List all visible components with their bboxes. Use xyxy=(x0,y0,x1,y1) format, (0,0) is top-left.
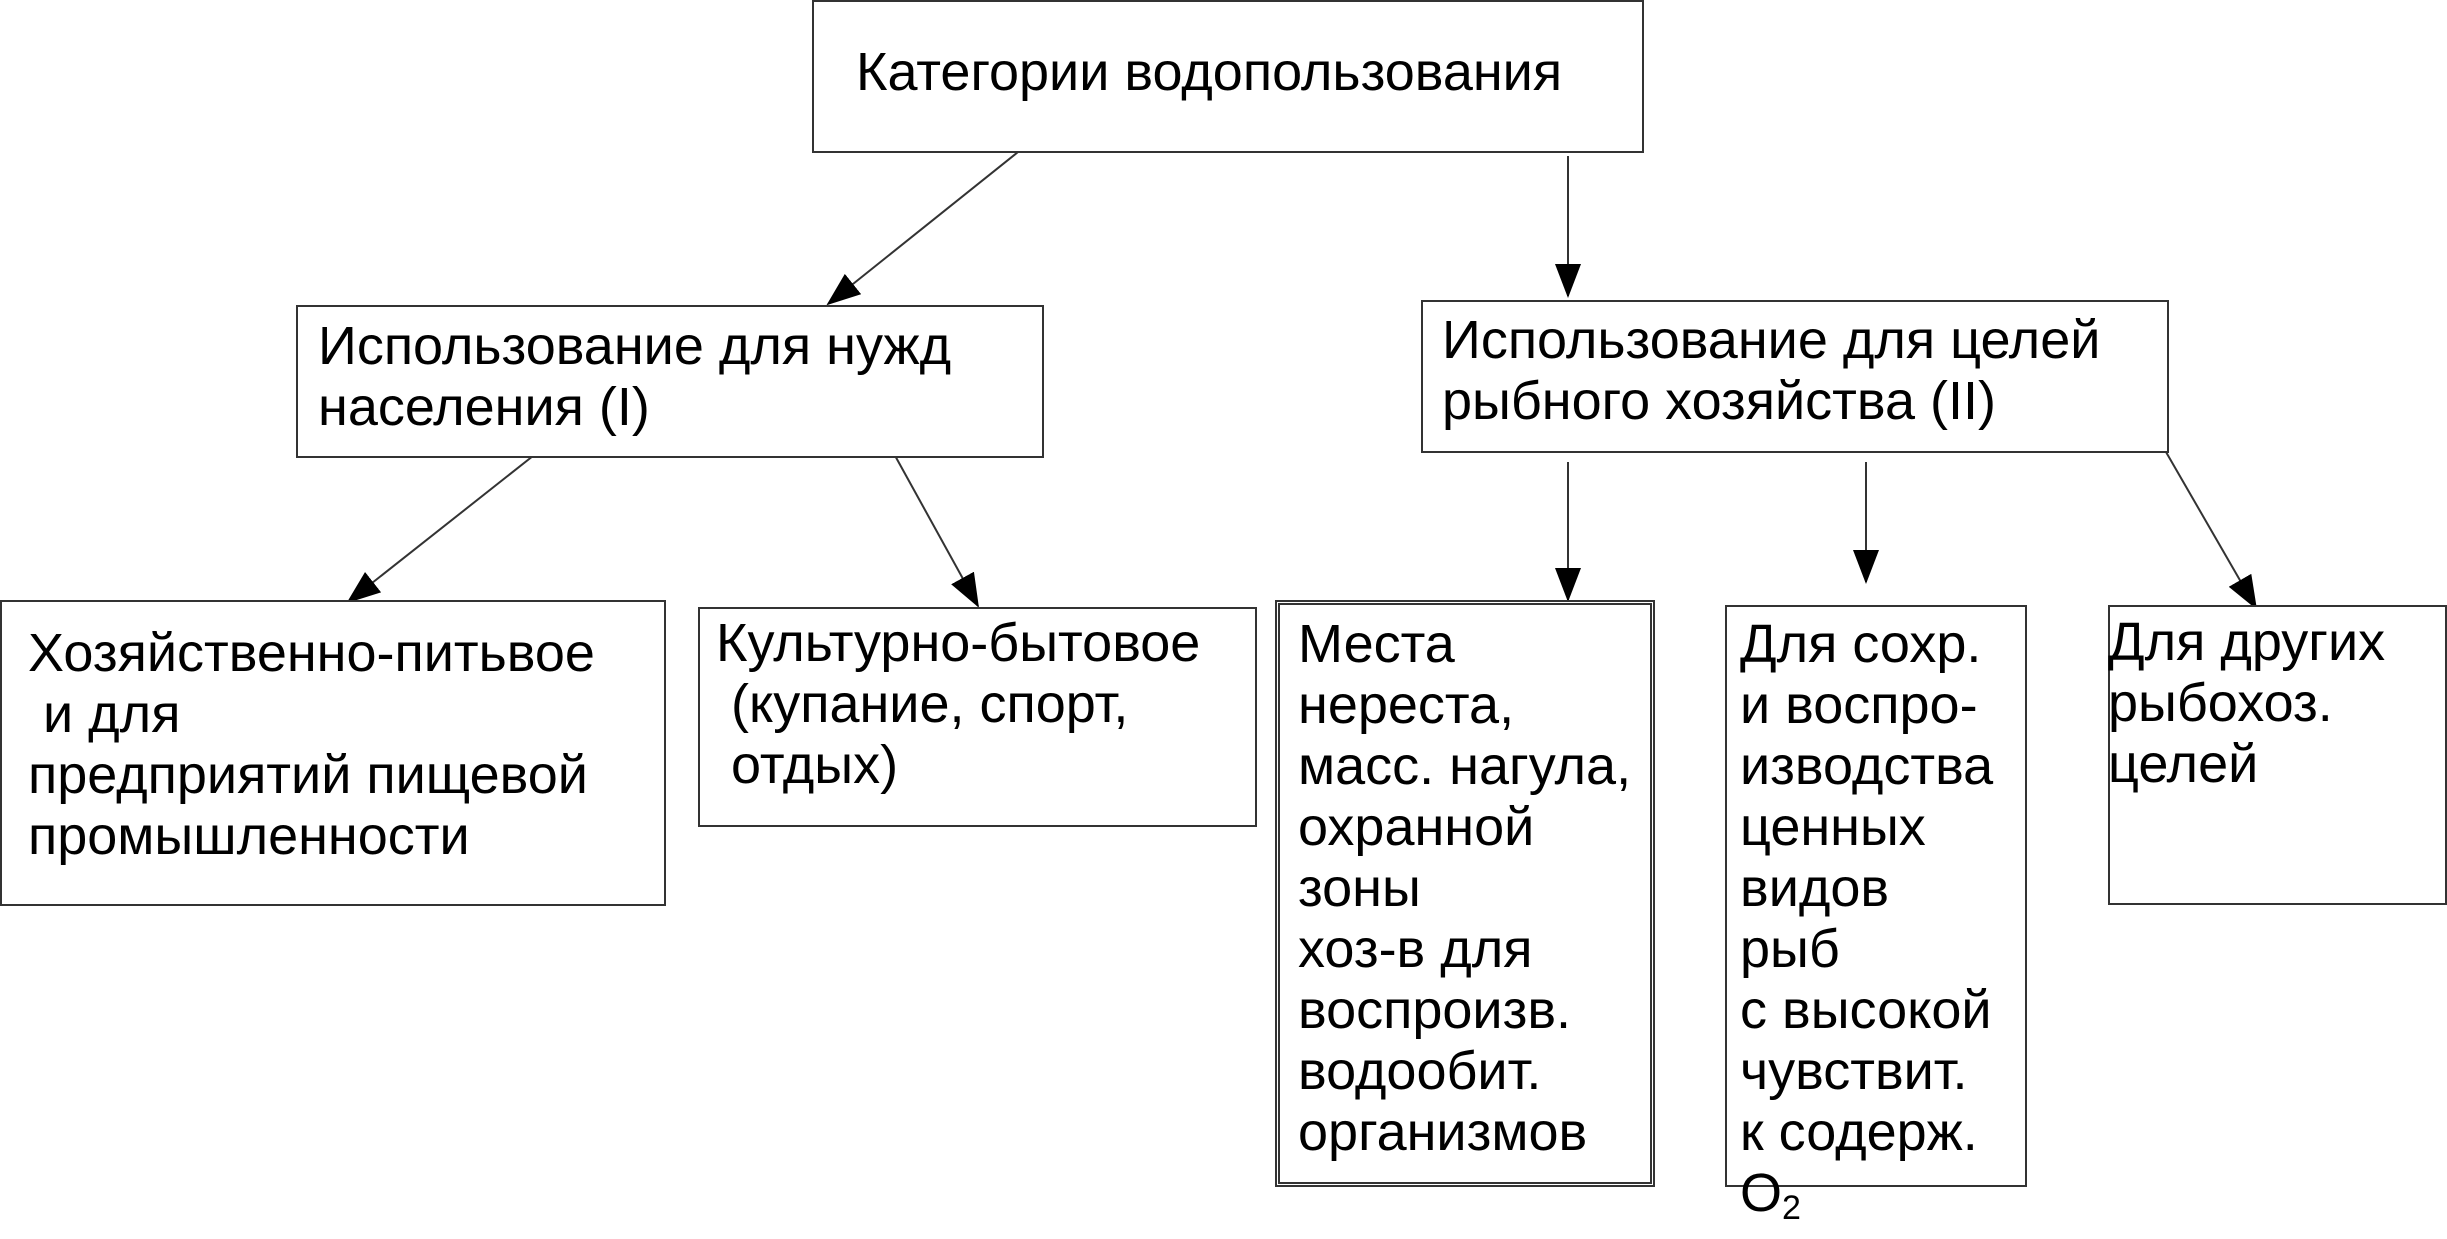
leaf-cultural-node xyxy=(698,607,1257,827)
connector-layer xyxy=(346,151,2257,610)
leaf-valuable-label: Для сохр. и воспро- изводства ценных вид… xyxy=(1740,614,1994,1227)
leaf-other-label: Для других рыбохоз. целей xyxy=(2108,612,2386,794)
leaf-cultural-label: Культурно-бытовое (купание, спорт, отдых… xyxy=(716,613,1201,795)
leaf-other-node xyxy=(2108,605,2447,905)
branch-1-label: Использование для нужд населения (I) xyxy=(318,316,952,437)
root-node xyxy=(812,0,1644,153)
subscript-2: 2 xyxy=(1782,1189,1801,1227)
branch-1-node xyxy=(296,305,1044,458)
leaf-drinking-node xyxy=(0,600,666,906)
leaf-drinking-label: Хозяйственно-питьвое и для предприятий п… xyxy=(28,623,595,866)
edge-branch-1-to-leaf-drinking xyxy=(346,451,539,604)
edge-branch-2-to-leaf-other xyxy=(2165,451,2257,610)
branch-2-label: Использование для целей рыбного хозяйств… xyxy=(1442,310,2101,431)
leaf-valuable-node xyxy=(1725,605,2027,1187)
leaf-spawning-label: Места нереста, масс. нагула, охранной зо… xyxy=(1298,614,1632,1162)
edge-branch-1-to-leaf-cultural xyxy=(892,451,979,608)
edge-root-to-branch-1 xyxy=(826,151,1019,306)
branch-2-node xyxy=(1421,300,2169,453)
root-node-label: Категории водопользования xyxy=(856,42,1563,102)
leaf-spawning-node xyxy=(1275,600,1655,1187)
